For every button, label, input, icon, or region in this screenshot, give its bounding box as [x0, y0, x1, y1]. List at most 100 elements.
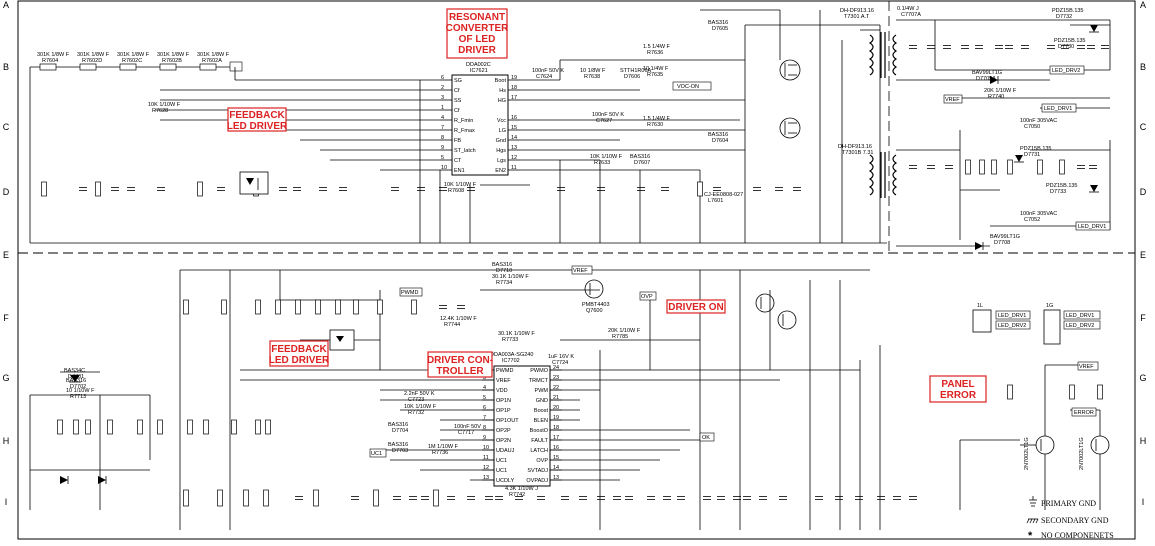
chain-resistor [159, 63, 177, 71]
mosfet-q7710 [755, 293, 775, 313]
ic-pin-label: Cf [454, 108, 460, 114]
optocoupler-bottom [329, 329, 355, 351]
net-error-label: ERROR [1074, 410, 1094, 416]
part-value: PDZ15B.135 [1052, 8, 1084, 14]
ic-pin-label: GND [536, 398, 548, 404]
connector-right-pin1 [1063, 310, 1101, 320]
row-letter-left: E [3, 250, 9, 260]
part-ref: R7633 [594, 160, 610, 166]
mosfet-q7751: 2N7002LT1G [1079, 435, 1110, 470]
part-value: PDZ15B.135 [1046, 183, 1078, 189]
driver-controller-line1: DRIVER CON- [427, 355, 493, 366]
resistor [95, 181, 101, 197]
panel-error-passives [1007, 384, 1103, 400]
part-ref: R7733 [502, 337, 518, 343]
ic-pin-number: 4 [483, 385, 486, 391]
resistor [137, 419, 143, 435]
resistor [991, 159, 997, 175]
ic-pin-label: Cf [454, 88, 460, 94]
ic-pin-label: PWMD [496, 368, 513, 374]
chain-resistor-ref: R7602A [202, 58, 222, 64]
primary-gnd-icon [1029, 496, 1037, 507]
connector-right-pin2 [1063, 320, 1101, 330]
part-value: 30.1K 1/10W F [492, 274, 529, 280]
net-vref-error [1077, 361, 1099, 371]
secondary-passive-components [909, 45, 1109, 175]
ic-pin-number: 6 [441, 75, 444, 81]
part-value: BAS34C [64, 368, 85, 374]
transistor-q7600 [584, 279, 604, 299]
ic-pin-number: 5 [483, 395, 486, 401]
part-value: 1.5 1/4W F [643, 44, 671, 50]
part-ref: D7705A [976, 76, 996, 82]
feedback-top-line2: LED DRIVER [227, 121, 288, 132]
ic-pin-label: Lgs [497, 158, 506, 164]
ic-pin-label: BoostO [530, 428, 549, 434]
part-value: 10K 1/10W F [444, 182, 477, 188]
ic-top-ref: IC7621 [470, 68, 488, 74]
net-led-drv1-b-label: LED_DRV1 [1078, 224, 1106, 230]
legend: PRIMARY GND SECONDARY GND * NO COMPONENE… [1026, 496, 1114, 542]
connector-right-pin2-label: LED_DRV2 [1066, 323, 1094, 329]
ic-dda003a: DDA003A-SG240 IC7702 2PWMD3VREF4VDD5OP1N… [482, 352, 562, 487]
part-ref: T7301B 7.31 [842, 150, 874, 156]
feedback-bottom-line1: FEEDBACK [271, 344, 327, 355]
block-feedback-bottom: FEEDBACK LED DRIVER [269, 340, 330, 367]
block-panel-error: PANEL ERROR [929, 375, 987, 403]
part-value: 1uF 16V K [548, 354, 574, 360]
ic-pin-number: 13 [553, 475, 559, 481]
driver-controller-line2: TROLLER [436, 366, 484, 377]
ic-pin-number: 2 [441, 85, 444, 91]
legend-primary-gnd: PRIMARY GND [1041, 499, 1096, 508]
connector-right-pin1-label: LED_DRV1 [1066, 313, 1094, 319]
part-ref: D7702 [70, 384, 86, 390]
net-led-drv2-label: LED_DRV2 [1052, 68, 1080, 74]
ic-pin-label: FAULT [531, 438, 548, 444]
part-ref: R7736 [432, 450, 448, 456]
mosfet-q7711 [777, 310, 797, 330]
ic-pin-label: LG [499, 128, 506, 134]
resistor [231, 419, 237, 435]
resistor [1069, 384, 1075, 400]
q7751-value: 2N7002LT1G [1079, 437, 1085, 470]
ic-pin-number: 17 [553, 435, 559, 441]
net-voc-on-label: VOC-ON [677, 84, 699, 90]
part-ref: R7713 [70, 394, 86, 400]
ic-pin-label: UDAUJ [496, 448, 515, 454]
ic-pin-number: 12 [511, 155, 517, 161]
ic-pin-number: 14 [511, 135, 517, 141]
part-value: 12.4K 1/10W F [440, 316, 477, 322]
ic-pin-number: 19 [553, 415, 559, 421]
net-ovp [639, 291, 657, 301]
ic-pin-label: OVPADJ [526, 478, 548, 484]
ic-top-name: DDA002C [466, 62, 491, 68]
ic-pin-number: 22 [553, 385, 559, 391]
part-ref: T7301 A.T [844, 14, 870, 20]
ic-pin-number: 8 [483, 425, 486, 431]
part-ref: D7701 [68, 374, 84, 380]
row-letter-right: C [1140, 122, 1147, 132]
ic-pin-number: 9 [483, 435, 486, 441]
resistor [295, 299, 301, 315]
connector-left-ref: 1L [977, 303, 983, 309]
row-letter-left: A [3, 0, 9, 10]
part-value: 30.1K 1/10W F [498, 331, 535, 337]
part-ref: D7704 [392, 428, 408, 434]
resistor [697, 181, 703, 197]
resistor [41, 181, 47, 197]
part-value: PDZ15B.135 [1054, 38, 1086, 44]
mosfet-q7750: 2N7002LT1G [1024, 435, 1055, 470]
row-letter-right: B [1140, 62, 1146, 72]
part-value: BAS316 [708, 20, 728, 26]
chain-resistor [199, 63, 217, 71]
row-letter-right: D [1140, 187, 1147, 197]
ic-pin-number: 7 [441, 125, 444, 131]
diode-d7703 [60, 476, 69, 484]
block-driver-on: DRIVER ON [666, 299, 726, 314]
resistor [265, 419, 271, 435]
part-value: 10 1/10W F [66, 388, 95, 394]
chain-resistor-value: 301K 1/8W F [37, 52, 70, 58]
ic-pin-label: VDD [496, 388, 508, 394]
chain-resistor-value: 301K 1/8W F [197, 52, 230, 58]
